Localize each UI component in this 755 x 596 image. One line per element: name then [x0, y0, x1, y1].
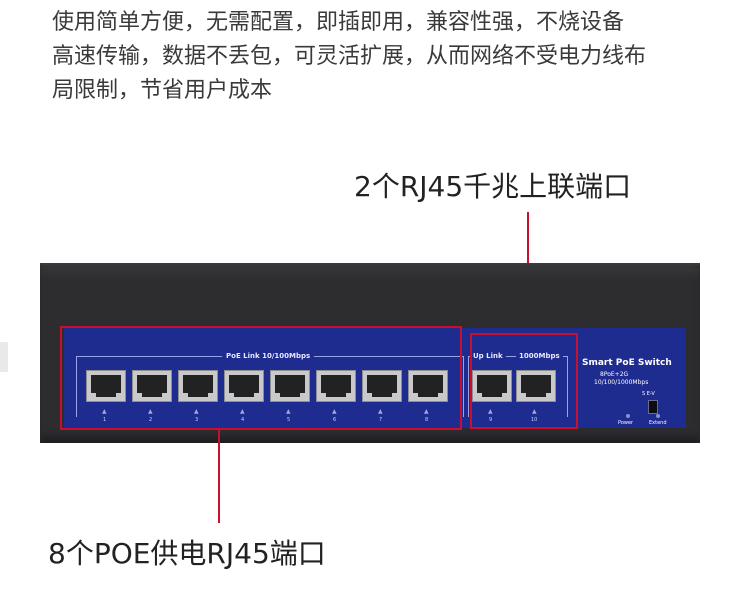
- uplink-port-10[interactable]: [516, 370, 556, 402]
- poe-port-2[interactable]: [132, 370, 172, 402]
- poe-port-3[interactable]: [178, 370, 218, 402]
- poe-callout: 8个POE供电RJ45端口: [48, 537, 326, 570]
- port-number: 4: [241, 417, 245, 423]
- led-indicator-icon: ▲: [332, 408, 337, 415]
- led-indicator-icon: ▲: [286, 408, 291, 415]
- led-indicator-icon: ▲: [148, 408, 153, 415]
- led-indicator-icon: ▲: [378, 408, 383, 415]
- edge-shadow: [0, 342, 8, 372]
- port-number: 8: [425, 417, 429, 423]
- led-indicator-icon: ▲: [102, 408, 107, 415]
- port-number: 7: [379, 417, 383, 423]
- intro-line-1: 使用简单方便，无需配置，即插即用，兼容性强，不烧设备: [52, 10, 625, 35]
- uplink-ports-highlight: [470, 333, 578, 429]
- led-indicator-icon: ▲: [194, 408, 199, 415]
- intro-text: 使用简单方便，无需配置，即插即用，兼容性强，不烧设备 高速传输，数据不丢包，可灵…: [52, 6, 732, 108]
- uplink-port-9[interactable]: [472, 370, 512, 402]
- mode-switch-label: S E-V: [642, 391, 655, 397]
- led-indicator-icon: ▲: [532, 408, 537, 415]
- port-number: 9: [489, 417, 493, 423]
- switch-front-panel: PoE Link 10/100Mbps Up Link 1000Mbps ▲ ▲…: [64, 328, 686, 428]
- led-indicator-icon: ▲: [424, 408, 429, 415]
- uplink-link-label: Up Link: [470, 352, 506, 360]
- poe-link-label: PoE Link 10/100Mbps: [222, 352, 315, 360]
- poe-port-4[interactable]: [224, 370, 264, 402]
- uplink-callout: 2个RJ45千兆上联端口: [354, 170, 632, 203]
- uplink-speed-label: 1000Mbps: [516, 352, 563, 360]
- brand-subtitle-speed: 10/100/1000Mbps: [594, 379, 649, 386]
- brand-subtitle-ports: 8PoE+2G: [600, 371, 629, 378]
- led-indicator-icon: ▲: [240, 408, 245, 415]
- port-number: 1: [103, 417, 107, 423]
- poe-port-1[interactable]: [86, 370, 126, 402]
- intro-line-3: 局限制，节省用户成本: [52, 78, 273, 103]
- brand-title: Smart PoE Switch: [582, 358, 672, 368]
- poe-port-7[interactable]: [362, 370, 402, 402]
- poe-port-5[interactable]: [270, 370, 310, 402]
- power-label: Power: [618, 420, 634, 426]
- port-number: 2: [149, 417, 153, 423]
- port-number: 6: [333, 417, 337, 423]
- power-led-icon: [626, 414, 630, 418]
- extend-label: Extend: [649, 420, 667, 426]
- led-indicator-icon: ▲: [488, 408, 493, 415]
- intro-line-2: 高速传输，数据不丢包，可灵活扩展，从而网络不受电力线布: [52, 44, 647, 69]
- port-number: 10: [531, 417, 538, 423]
- extend-led-icon: [656, 414, 660, 418]
- port-number: 3: [195, 417, 199, 423]
- poe-port-8[interactable]: [408, 370, 448, 402]
- poe-leader-line: [218, 428, 220, 523]
- mode-switch[interactable]: [648, 400, 658, 414]
- poe-port-6[interactable]: [316, 370, 356, 402]
- port-number: 5: [287, 417, 291, 423]
- poe-ports-highlight: [60, 326, 462, 430]
